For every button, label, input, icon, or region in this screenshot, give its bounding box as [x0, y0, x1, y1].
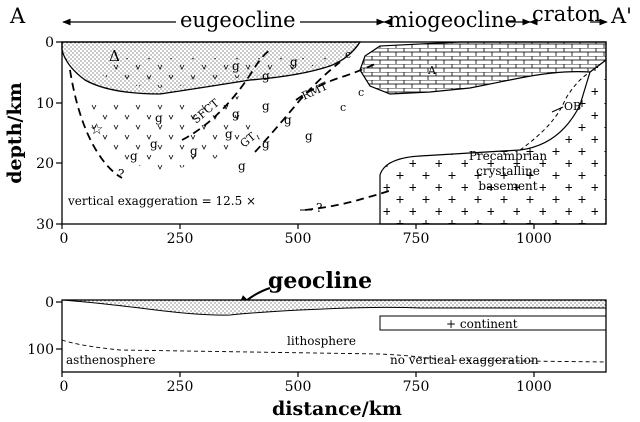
star-symbol: ☆	[90, 120, 103, 138]
x-tick-label: 750	[403, 379, 430, 395]
g-mark: g	[225, 127, 233, 141]
upper-x-axis: 0 250 500 750 1000	[60, 224, 552, 247]
x-tick-label: 250	[167, 379, 194, 395]
g-mark: g	[232, 59, 240, 73]
g-mark: g	[190, 144, 198, 158]
ob-leader	[552, 107, 563, 112]
c-mark: c	[358, 86, 364, 99]
lithosphere-label: lithosphere	[287, 334, 356, 348]
y-tick-label: 20	[36, 156, 54, 172]
x-tick-label: 1000	[516, 231, 552, 247]
x-tick-label: 500	[285, 379, 312, 395]
upper-cross-section: g g g g g g g g g g g g g g c c c SFCT R…	[4, 35, 606, 247]
g-mark: g	[284, 113, 292, 127]
continent-label: + continent	[446, 317, 518, 331]
g-mark: g	[150, 137, 158, 151]
y-tick-label: 0	[45, 295, 54, 311]
g-mark: g	[262, 137, 270, 151]
geocline-title: geocline	[268, 268, 372, 294]
x-tick-label: 0	[60, 379, 69, 395]
section-label-a-prime: A'	[610, 4, 632, 28]
g-mark: g	[155, 111, 163, 125]
g-mark: g	[262, 69, 270, 83]
asthenosphere-label: asthenosphere	[66, 353, 155, 367]
question-mark: ?	[118, 167, 124, 181]
basement-line-3: basement	[478, 179, 537, 193]
geocline-layer	[62, 300, 606, 315]
upper-y-axis: 0 10 20 30 depth/km	[4, 35, 62, 233]
miogeocline-carbonates	[360, 42, 606, 94]
lower-labels: + continent lithosphere asthenosphere no…	[66, 317, 539, 367]
question-mark: ?	[316, 201, 322, 215]
y-tick-label: 100	[27, 342, 54, 358]
y-tick-label: 0	[45, 35, 54, 51]
x-tick-label: 250	[167, 231, 194, 247]
miogeocline-label: miogeocline	[388, 8, 517, 32]
exaggeration-note: vertical exaggeration = 12.5 ×	[67, 194, 256, 208]
y-tick-label: 10	[36, 96, 54, 112]
g-mark: g	[305, 129, 313, 143]
g-mark: g	[238, 159, 246, 173]
g-mark: g	[262, 99, 270, 113]
x-axis-label: distance/km	[272, 398, 402, 420]
x-tick-label: 1000	[516, 379, 552, 395]
x-tick-label: 500	[285, 231, 312, 247]
c-mark: c	[340, 101, 346, 114]
unit-a-label: A	[427, 64, 437, 77]
g-mark: g	[232, 107, 240, 121]
lower-cross-section: geocline + continent lithosphere astheno…	[27, 268, 606, 420]
no-exaggeration-label: no vertical exaggeration	[390, 353, 539, 367]
section-header: A A' eugeocline miogeocline craton	[9, 2, 632, 32]
triangle-symbol: Δ	[109, 47, 120, 65]
basement-label: Precambrian crystalline basement	[469, 149, 548, 193]
lower-y-axis: 0 100	[27, 295, 62, 358]
x-tick-label: 0	[60, 231, 69, 247]
lower-x-axis: 0 250 500 750 1000 distance/km	[60, 372, 552, 420]
g-mark: g	[290, 55, 298, 69]
y-axis-label: depth/km	[4, 82, 26, 183]
y-tick-label: 30	[36, 217, 54, 233]
basement-line-1: Precambrian	[469, 149, 548, 163]
eugeocline-label: eugeocline	[180, 8, 296, 32]
basement-line-2: crystalline	[476, 164, 540, 178]
rmt-label: RMT	[300, 79, 330, 102]
section-label-a: A	[9, 4, 26, 28]
x-tick-label: 750	[403, 231, 430, 247]
g-mark: g	[130, 149, 138, 163]
ob-label: OB	[564, 100, 581, 113]
c-mark: c	[345, 48, 351, 61]
